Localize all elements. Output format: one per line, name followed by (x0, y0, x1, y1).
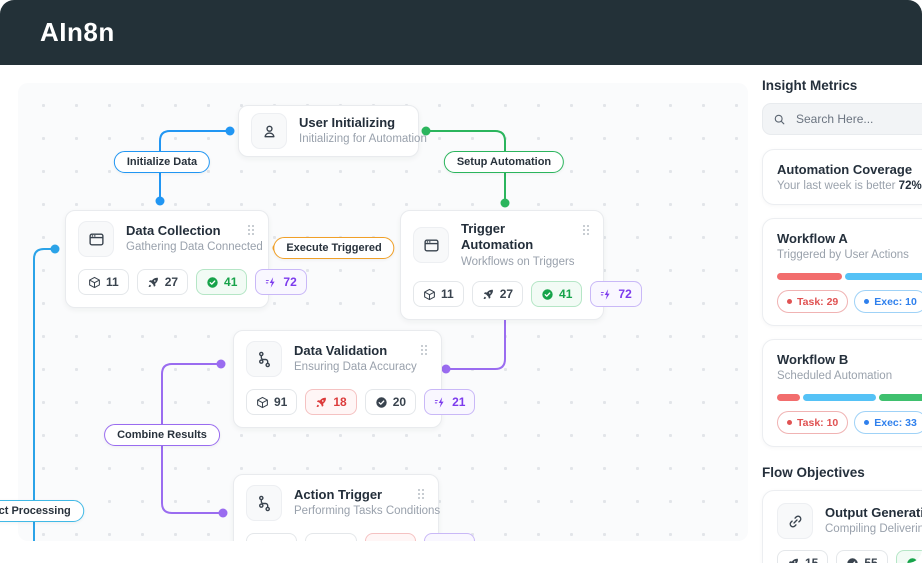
stat-chip: 34 (305, 533, 357, 542)
zap-icon (434, 540, 447, 542)
zap-icon (600, 288, 613, 301)
branch-icon (246, 341, 282, 377)
rocket-icon (147, 276, 160, 289)
wire-label-execute-triggered: Execute Triggered (273, 237, 395, 259)
node-title: Data Validation (294, 342, 388, 358)
coverage-value: 72% (898, 180, 922, 192)
stat-chip: 41 (531, 281, 583, 308)
stat-chip: 15 (777, 550, 829, 563)
card-subtitle: Scheduled Automation (777, 370, 893, 382)
stat-chip: 17 (364, 533, 417, 542)
workflow-b-card[interactable]: Workflow B Scheduled Automation Task: 10… (762, 339, 922, 447)
cube-icon (423, 288, 436, 301)
cube-icon (256, 540, 269, 542)
wire-label-initialize-data: Initialize Data (113, 151, 211, 173)
workflow-b-progress-bar (777, 394, 922, 401)
workflow-canvas[interactable]: User Initializing Initializing for Autom… (18, 83, 748, 541)
node-title: Action Trigger (294, 486, 383, 502)
stat-chip: 55 (836, 550, 888, 563)
workflow-a-progress-bar (777, 273, 922, 280)
exec-tag: Exec: 33 (854, 411, 922, 434)
cube-icon (256, 396, 269, 409)
drag-handle-icon[interactable] (248, 225, 256, 237)
insight-sidebar: Insight Metrics Automation Coverage Your… (762, 70, 922, 563)
card-title: Automation Coverage (777, 162, 913, 177)
card-subtitle: Compiling Delivering Outputs (825, 523, 922, 536)
zap-icon (265, 276, 278, 289)
stat-chip: 27 (136, 269, 189, 295)
check-circle-icon (541, 288, 554, 301)
flow-objectives-title: Flow Objectives (762, 465, 865, 480)
stat-chip: 41 (895, 550, 922, 563)
stat-chip: 41 (196, 269, 248, 295)
stat-chip: 11 (78, 269, 129, 295)
stat-chip: 72 (255, 269, 307, 295)
card-title: Workflow B (777, 352, 849, 367)
link-icon (777, 503, 813, 539)
stat-chip: 18 (424, 533, 476, 542)
check-circle-icon (846, 557, 859, 563)
zap-icon (434, 396, 447, 409)
stat-chip: 72 (590, 281, 642, 308)
automation-coverage-card[interactable]: Automation Coverage Your last week is be… (762, 149, 922, 205)
card-title: Workflow A (777, 231, 848, 246)
node-title: Trigger Automation (461, 221, 534, 253)
search-icon (773, 113, 786, 126)
node-action-trigger[interactable]: Action Trigger Performing Tasks Conditio… (233, 474, 476, 542)
check-circle-icon (375, 540, 388, 542)
node-trigger-automation[interactable]: Trigger Automation Workflows on Triggers… (400, 210, 642, 321)
coverage-text: Your last week is better 72% (777, 180, 922, 192)
user-icon (251, 113, 287, 149)
sidebar-title: Insight Metrics (762, 78, 858, 93)
node-subtitle: Initializing for Automation (299, 133, 427, 146)
node-title: Data Collection (126, 222, 221, 238)
stat-chip: 18 (305, 389, 357, 415)
check-circle-icon (906, 557, 919, 563)
wire-label-setup-automation: Setup Automation (443, 151, 565, 173)
drag-handle-icon[interactable] (583, 225, 591, 237)
node-title: User Initializing (299, 114, 396, 130)
search-box[interactable] (762, 103, 922, 135)
exec-tag: Exec: 10 (854, 290, 922, 313)
stat-chip: 20 (364, 389, 417, 415)
node-subtitle: Workflows on Triggers (461, 255, 575, 268)
rocket-icon (315, 540, 328, 542)
check-circle-icon (206, 276, 219, 289)
stat-chip: 21 (424, 389, 476, 415)
stat-chip: 11 (413, 281, 464, 308)
browser-icon (413, 227, 449, 264)
app-header: AIn8n (0, 0, 922, 65)
output-generation-card[interactable]: Output Generation Compiling Delivering O… (762, 490, 922, 563)
card-subtitle: Triggered by User Actions (777, 249, 909, 261)
branch-icon (246, 485, 282, 521)
check-circle-icon (375, 396, 388, 409)
rocket-icon (787, 557, 800, 563)
rocket-icon (315, 396, 328, 409)
cube-icon (88, 276, 101, 289)
drag-handle-icon[interactable] (418, 489, 426, 501)
rocket-icon (482, 288, 495, 301)
node-subtitle: Performing Tasks Conditions (294, 505, 441, 518)
app-logo: AIn8n (40, 17, 115, 47)
wire-label-combine-results: Combine Results (104, 424, 220, 446)
node-user-initializing[interactable]: User Initializing Initializing for Autom… (238, 105, 427, 157)
stat-chip: 91 (246, 389, 298, 415)
card-title: Output Generation (825, 504, 922, 520)
wire-label-direct-processing: Direct Processing (0, 500, 84, 522)
workflow-a-card[interactable]: Workflow A Triggered by User Actions Tas… (762, 218, 922, 326)
node-subtitle: Ensuring Data Accuracy (294, 361, 417, 374)
node-subtitle: Gathering Data Connected (126, 241, 263, 254)
browser-icon (78, 221, 114, 257)
search-input[interactable] (794, 111, 922, 127)
stat-chip: 27 (471, 281, 524, 308)
stat-chip: 87 (246, 533, 298, 542)
node-data-validation[interactable]: Data Validation Ensuring Data Accuracy 9… (233, 330, 476, 428)
task-tag: Task: 10 (777, 411, 849, 434)
node-data-collection[interactable]: Data Collection Gathering Data Connected… (65, 210, 307, 308)
task-tag: Task: 29 (777, 290, 849, 313)
drag-handle-icon[interactable] (421, 345, 429, 357)
